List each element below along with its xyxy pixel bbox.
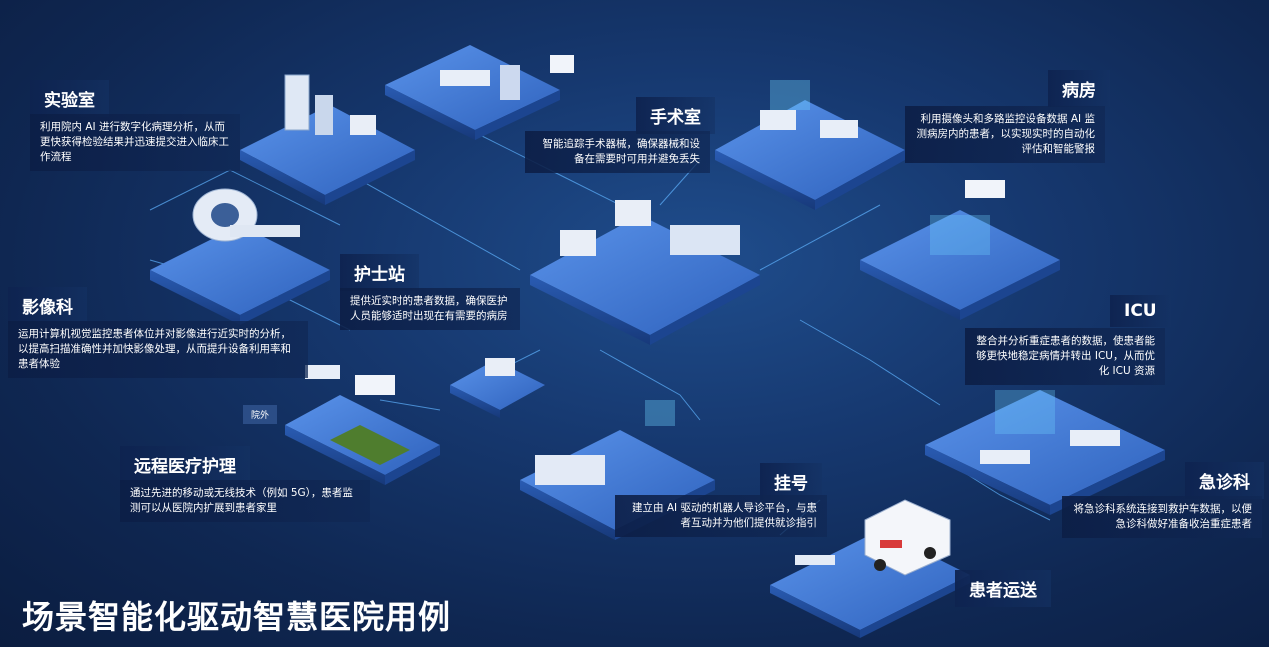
icu-description: 整合并分析重症患者的数据，使患者能够更快地稳定病情并转出 ICU，从而优化 IC… — [965, 328, 1165, 385]
page-title: 场景智能化驱动智慧医院用例 — [22, 598, 452, 636]
nurse-station-title: 护士站 — [340, 254, 419, 291]
transport-title: 患者运送 — [955, 570, 1051, 607]
icu-title: ICU — [1110, 295, 1171, 327]
remote-care-description: 通过先进的移动或无线技术（例如 5G），患者监测可以从医院内扩展到患者家里 — [120, 480, 370, 522]
platform-surgery — [385, 45, 574, 140]
platform-imaging — [150, 188, 330, 325]
nurse-station-description: 提供近实时的患者数据，确保医护人员能够适时出现在有需要的病房 — [340, 288, 520, 330]
imaging-title: 影像科 — [8, 287, 87, 324]
imaging-description: 运用计算机视觉监控患者体位并对影像进行近实时的分析，以提高扫描准确性并加快影像处… — [8, 321, 308, 378]
ward-title: 病房 — [1048, 70, 1110, 107]
ambulance-icon — [864, 499, 951, 576]
ward-description: 利用摄像头和多路监控设备数据 AI 监测病房内的患者，以实现实时的自动化评估和智… — [905, 106, 1105, 163]
remote-care-title: 远程医疗护理 — [120, 446, 250, 483]
registration-description: 建立由 AI 驱动的机器人导诊平台，与患者互动并为他们提供就诊指引 — [615, 495, 827, 537]
surgery-description: 智能追踪手术器械，确保器械和设备在需要时可用并避免丢失 — [525, 131, 710, 173]
platform-icu — [860, 180, 1060, 320]
lab-description: 利用院内 AI 进行数字化病理分析，从而更快获得检验结果并迅速提交进入临床工作流… — [30, 114, 240, 171]
registration-title: 挂号 — [760, 463, 822, 500]
platform-emergency — [925, 390, 1165, 515]
emergency-title: 急诊科 — [1185, 462, 1264, 499]
platform-transport — [770, 499, 970, 638]
surgery-title: 手术室 — [636, 97, 715, 134]
platform-remote — [285, 365, 440, 485]
lab-title: 实验室 — [30, 80, 109, 117]
emergency-description: 将急诊科系统连接到救护车数据，以便急诊科做好准备收治重症患者 — [1062, 496, 1262, 538]
platform-lab — [240, 74, 415, 205]
outside-hospital-tag: 院外 — [243, 405, 278, 424]
platform-nurse — [530, 200, 760, 345]
platform-ward — [715, 80, 905, 210]
platform-nurse-desk — [450, 358, 545, 418]
